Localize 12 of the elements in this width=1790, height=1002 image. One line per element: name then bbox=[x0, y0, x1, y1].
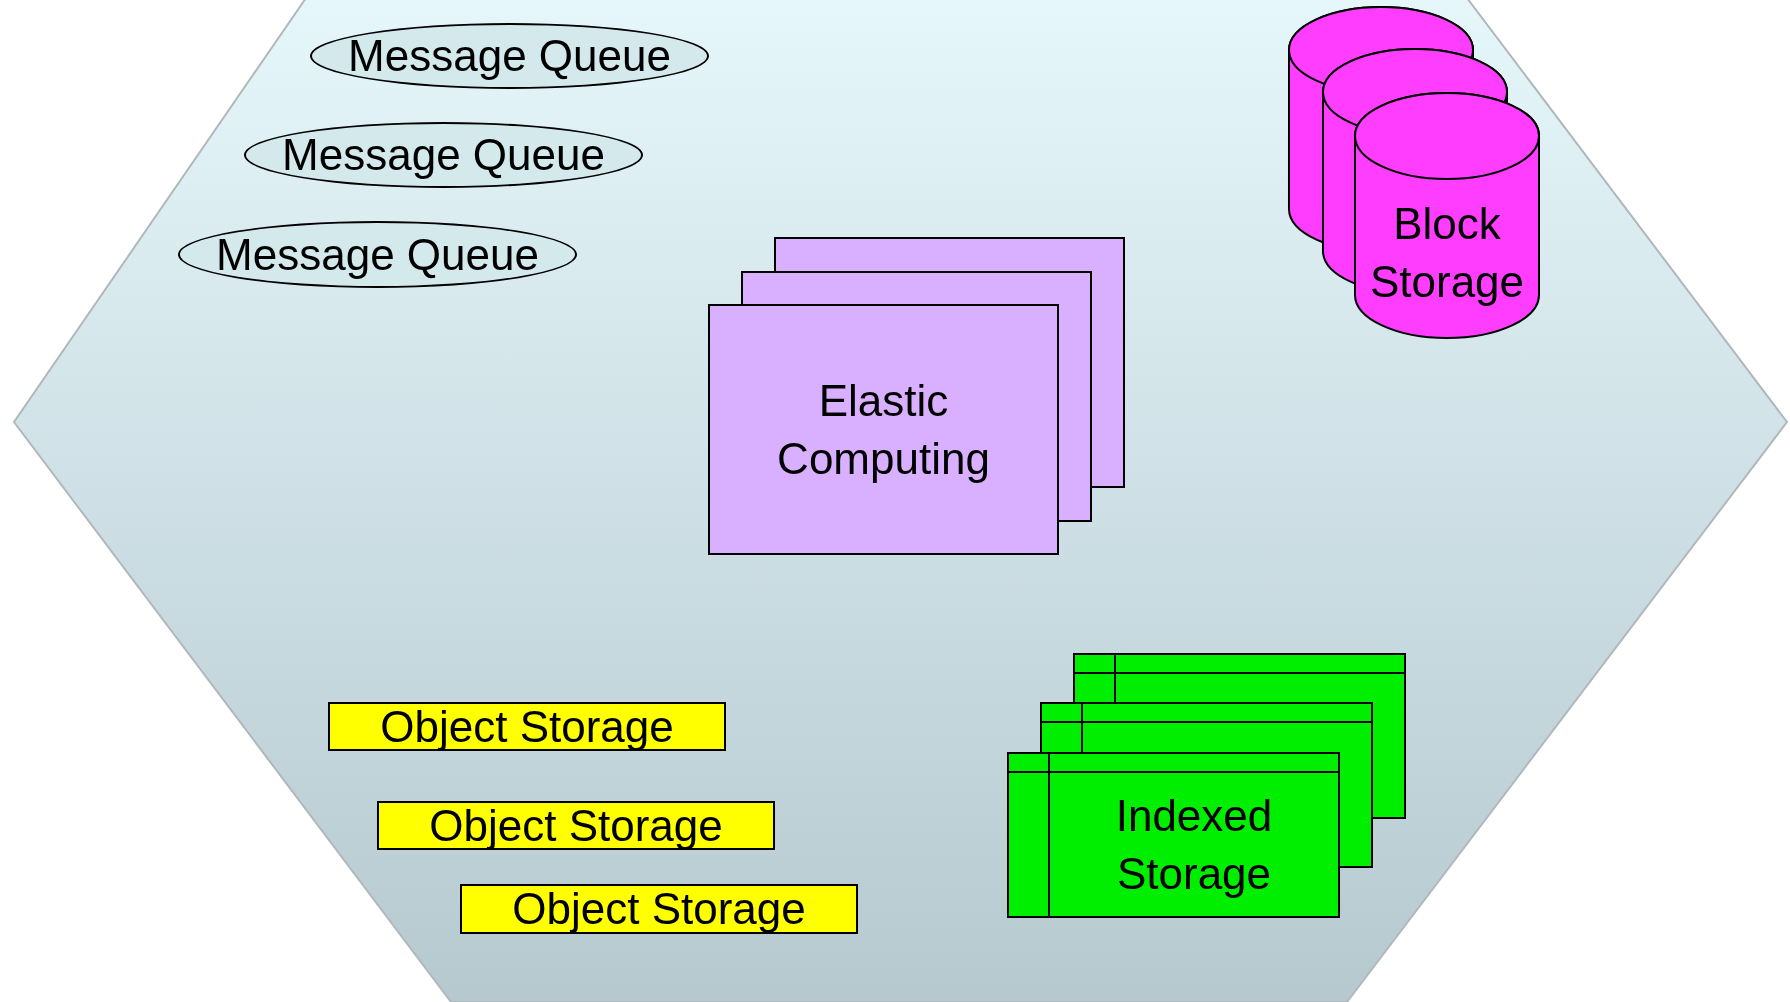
storage-box bbox=[460, 884, 858, 934]
node-label: Message Queue bbox=[348, 30, 671, 83]
node-label: Object Storage bbox=[380, 700, 674, 753]
storage-box bbox=[377, 801, 775, 850]
node-label: Object Storage bbox=[429, 799, 723, 852]
node-label: Message Queue bbox=[216, 228, 539, 281]
node-label: Block Storage bbox=[1368, 198, 1526, 308]
node-label: Indexed Storage bbox=[1114, 790, 1274, 900]
node-label: Elastic Computing bbox=[776, 375, 991, 485]
node-label: Object Storage bbox=[512, 883, 806, 936]
storage-box bbox=[328, 702, 726, 751]
node-label: Message Queue bbox=[282, 129, 605, 182]
